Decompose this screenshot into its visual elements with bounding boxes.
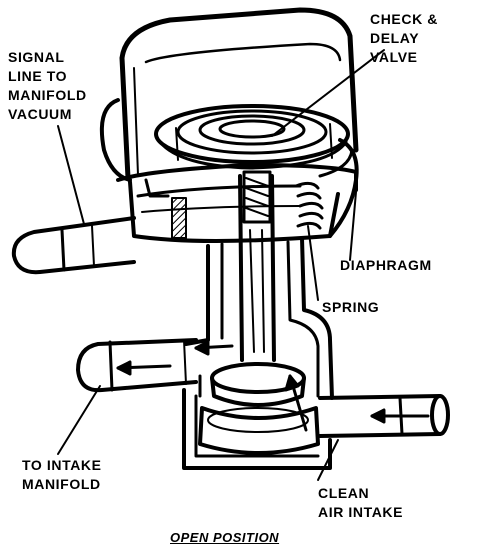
label-line: MANIFOLD — [8, 87, 87, 103]
label-line: VALVE — [370, 49, 418, 65]
label-spring: SPRING — [322, 299, 380, 315]
diagram-caption: OPEN POSITION — [170, 530, 280, 545]
leader-check-valve — [271, 49, 385, 137]
leader-lines — [57, 49, 385, 481]
label-signal-line: SIGNAL LINE TO MANIFOLD VACUUM — [8, 48, 87, 124]
label-line: DELAY — [370, 30, 420, 46]
label-diaphragm: DIAPHRAGM — [340, 257, 432, 273]
gasket-hatch — [171, 197, 187, 239]
outlet-pipe — [76, 338, 202, 398]
valve-body — [184, 236, 334, 400]
label-line: MANIFOLD — [22, 476, 101, 492]
label-line: CHECK & — [370, 11, 438, 27]
leader-diaphragm — [349, 191, 357, 261]
label-line: TO INTAKE — [22, 457, 102, 473]
label-to-intake-manifold: TO INTAKE MANIFOLD — [22, 456, 102, 494]
flow-arrows — [116, 340, 430, 432]
label-line: LINE TO — [8, 68, 68, 84]
label-line: SIGNAL — [8, 49, 65, 65]
label-check-delay-valve: CHECK & DELAY VALVE — [370, 10, 438, 67]
signal-line-hose — [11, 216, 136, 275]
lower-housing — [182, 388, 332, 470]
label-line: AIR INTAKE — [318, 504, 404, 520]
leader-signal-line — [57, 125, 85, 225]
label-line: CLEAN — [318, 485, 370, 501]
valve-head — [198, 362, 320, 455]
label-line: VACUUM — [8, 106, 73, 122]
leader-clean-air — [317, 439, 339, 481]
spring-coils — [294, 181, 324, 230]
signal-boss — [99, 98, 132, 182]
valve-stem — [238, 170, 276, 362]
label-clean-air-intake: CLEAN AIR INTAKE — [318, 484, 403, 522]
leader-intake-manifold — [57, 385, 101, 455]
leader-spring — [307, 225, 319, 301]
check-delay-valve — [154, 104, 350, 170]
